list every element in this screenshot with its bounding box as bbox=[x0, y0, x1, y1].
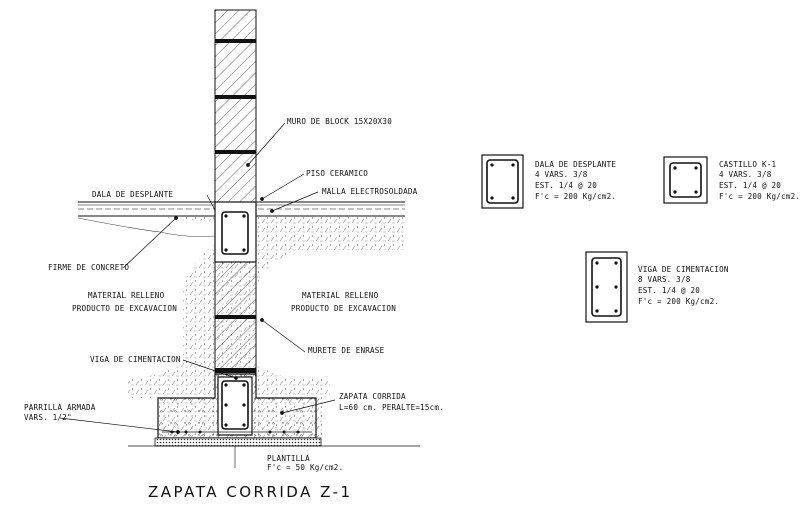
label-malla: MALLA ELECTROSOLDADA bbox=[322, 187, 418, 196]
detail-dala-line1: 4 VARS. 3/8 bbox=[535, 170, 588, 179]
plantilla bbox=[128, 437, 420, 468]
detail-viga-name: VIGA DE CIMENTACION bbox=[638, 265, 729, 274]
label-parrilla-1: PARRILLA ARMADA bbox=[24, 403, 96, 412]
label-zapata-2: L=60 cm. PERALTE=15cm. bbox=[339, 403, 444, 412]
label-parrilla-2: VARS. 1/2" bbox=[24, 413, 72, 422]
label-viga: VIGA DE CIMENTACION bbox=[90, 355, 181, 364]
detail-viga-line1: 8 VARS. 3/8 bbox=[638, 275, 691, 284]
detail-castillo-line3: F'c = 200 Kg/cm2. bbox=[719, 192, 800, 201]
label-plantilla-2: F'c = 50 Kg/cm2. bbox=[267, 463, 343, 472]
label-relleno-right-2: PRODUCTO DE EXCAVACION bbox=[291, 304, 396, 313]
label-relleno-right-1: MATERIAL RELLENO bbox=[302, 291, 379, 300]
detail-castillo-name: CASTILLO K-1 bbox=[719, 160, 776, 169]
leader-lines bbox=[59, 122, 336, 434]
drawing-title: ZAPATA CORRIDA Z-1 bbox=[148, 483, 353, 501]
detail-viga-line2: EST. 1/4 @ 20 bbox=[638, 286, 700, 295]
detail-dala-name: DALA DE DESPLANTE bbox=[535, 160, 616, 169]
detail-castillo-line2: EST. 1/4 @ 20 bbox=[719, 181, 781, 190]
detail-dala-line2: EST. 1/4 @ 20 bbox=[535, 181, 597, 190]
label-plantilla-1: PLANTILLA bbox=[267, 454, 310, 463]
label-relleno-left-2: PRODUCTO DE EXCAVACION bbox=[72, 304, 177, 313]
dala-desplante-beam bbox=[214, 201, 257, 263]
label-relleno-left-1: MATERIAL RELLENO bbox=[88, 291, 165, 300]
detail-viga: VIGA DE CIMENTACION 8 VARS. 3/8 EST. 1/4… bbox=[585, 251, 729, 323]
detail-viga-line3: F'c = 200 Kg/cm2. bbox=[638, 297, 719, 306]
label-murete: MURETE DE ENRASE bbox=[308, 346, 385, 355]
section-labels: MURO DE BLOCK 15X20X30 PISO CERAMICO DAL… bbox=[24, 117, 444, 472]
detail-dala: DALA DE DESPLANTE 4 VARS. 3/8 EST. 1/4 @… bbox=[481, 154, 616, 209]
murete-enrase bbox=[214, 261, 257, 375]
label-piso: PISO CERAMICO bbox=[306, 169, 368, 178]
label-dala-desplante: DALA DE DESPLANTE bbox=[92, 190, 173, 199]
detail-dala-line3: F'c = 200 Kg/cm2. bbox=[535, 192, 616, 201]
detail-castillo-line1: 4 VARS. 3/8 bbox=[719, 170, 772, 179]
block-wall-upper bbox=[214, 9, 257, 203]
label-zapata-1: ZAPATA CORRIDA bbox=[339, 392, 406, 401]
detail-castillo: CASTILLO K-1 4 VARS. 3/8 EST. 1/4 @ 20 F… bbox=[663, 156, 800, 204]
label-muro: MURO DE BLOCK 15X20X30 bbox=[287, 117, 392, 126]
zapata-footing bbox=[157, 373, 317, 439]
label-firme: FIRME DE CONCRETO bbox=[48, 263, 129, 272]
